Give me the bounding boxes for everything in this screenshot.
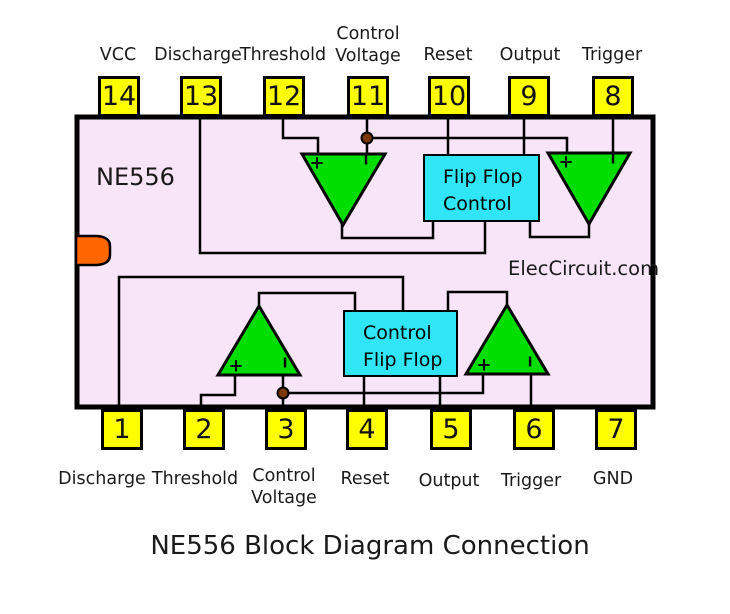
watermark-text: ElecCircuit.com [508, 257, 660, 280]
comparator2-triangle [545, 151, 633, 227]
pin-7: 7 [595, 409, 637, 450]
comparator2-minus-input: I [610, 152, 616, 168]
pin-11: 11 [347, 76, 389, 117]
pin3-label: Control Voltage [251, 466, 317, 508]
wire-pin1-discharge [117, 275, 405, 407]
pin14-label: VCC [99, 45, 137, 65]
comparator3-plus-input: + [228, 355, 244, 377]
pin-2: 2 [183, 409, 225, 450]
block-text-line: Flip Flop [363, 349, 443, 371]
junction-dot-upper [360, 131, 374, 145]
wire-pin2-threshold [199, 374, 237, 407]
pin-12: 12 [263, 76, 305, 117]
comparator2-plus-input: + [558, 151, 574, 173]
wire-control-to-comparator2 [367, 136, 569, 154]
pin-9: 9 [508, 76, 550, 117]
pin-3: 3 [265, 409, 307, 450]
comparator3-triangle [215, 303, 303, 377]
pin9-label: Output [499, 45, 561, 65]
pin5-label: Output [418, 471, 480, 491]
pin-1: 1 [101, 409, 143, 450]
wire-control-to-comparator4 [283, 374, 485, 395]
pin-6: 6 [513, 409, 555, 450]
pin10-label: Reset [423, 45, 473, 65]
wire-pin13-discharge [198, 118, 487, 255]
block-text-line: Flip Flop [443, 166, 523, 188]
pin-14: 14 [98, 76, 140, 117]
pin8-label: Trigger [581, 45, 643, 65]
upper-flipflop-control-block: Flip Flop Control [423, 154, 540, 222]
diagram-title: NE556 Block Diagram Connection [150, 531, 590, 561]
pin-5: 5 [430, 409, 472, 450]
pin13-label: Discharge [154, 45, 242, 65]
pin1-label: Discharge [58, 469, 146, 489]
wire-comparator1-output [340, 221, 435, 240]
comparator3-minus-input: I [282, 356, 288, 372]
pin-8: 8 [592, 76, 634, 117]
lower-control-flipflop-block: Control Flip Flop [343, 310, 458, 377]
wire-comparator4-output [446, 290, 509, 312]
comparator4-minus-input: I [527, 355, 533, 371]
pin12-label: Threshold [239, 45, 327, 65]
wire-comparator3-output [257, 291, 357, 312]
comparator4-triangle [463, 302, 551, 376]
wire-pin12-threshold [281, 118, 320, 155]
pin11-label: Control Voltage [335, 24, 401, 66]
comparator1-minus-input: I [363, 153, 369, 169]
pin7-label: GND [592, 469, 634, 489]
pin2-label: Threshold [151, 469, 239, 489]
comparator4-plus-input: + [476, 354, 492, 376]
pin1-notch-marker [74, 234, 112, 267]
comparator1-triangle [299, 152, 388, 228]
chip-name: NE556 [96, 163, 175, 191]
pin-4: 4 [346, 409, 388, 450]
pin-10: 10 [428, 76, 470, 117]
comparator1-plus-input: + [309, 152, 325, 174]
junction-dot-lower [276, 386, 290, 400]
wire-comparator2-output [528, 221, 591, 239]
pin4-label: Reset [340, 469, 390, 489]
block-text-line: Control [363, 322, 432, 344]
pin-13: 13 [180, 76, 222, 117]
pin6-label: Trigger [500, 471, 562, 491]
block-text-line: Control [443, 193, 512, 215]
